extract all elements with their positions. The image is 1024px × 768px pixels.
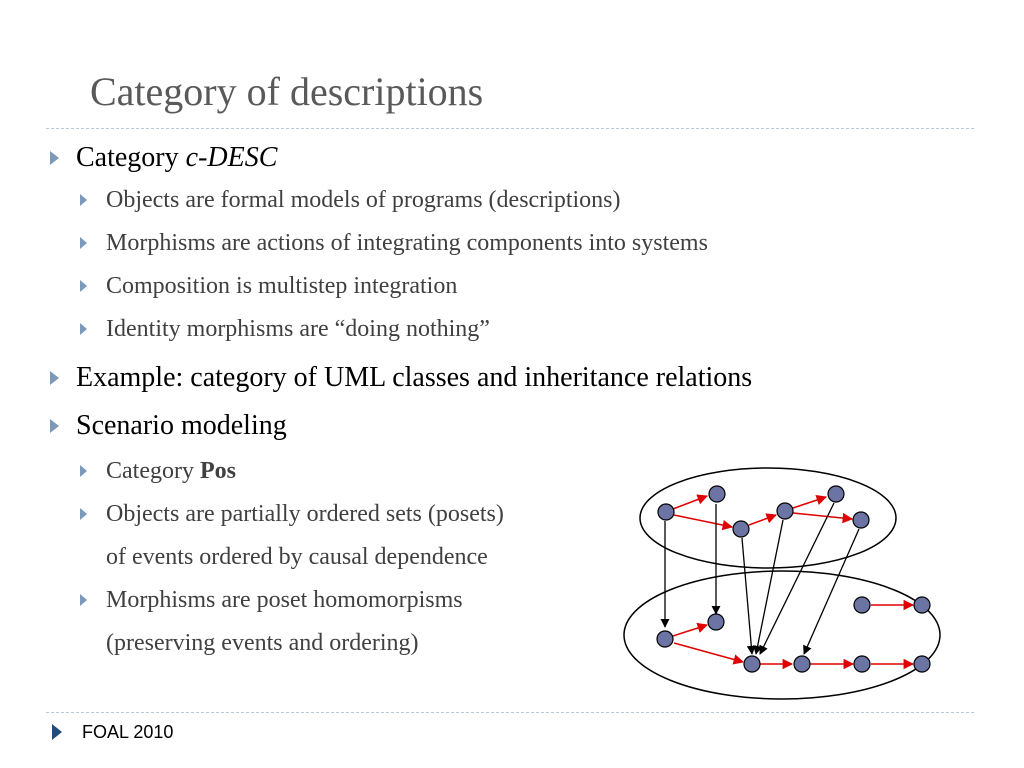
- order-arrow: [792, 512, 854, 524]
- event-node: [853, 596, 871, 614]
- sub-bullet-homomorphisms: Morphisms are poset homomorpisms: [106, 587, 463, 613]
- morphism-arrow: [741, 537, 756, 655]
- sub-bullet-marker-icon: [80, 280, 87, 292]
- order-arrow: [672, 622, 708, 637]
- sub-bullet-marker-icon: [80, 594, 87, 606]
- sub-bullet-posets: Objects are partially ordered sets (pose…: [106, 501, 504, 527]
- sub-bullet-homomorphisms-continued: (preserving events and ordering): [106, 630, 419, 656]
- morphism-arrow: [759, 502, 835, 655]
- order-arrow: [673, 514, 734, 531]
- title-divider: [46, 128, 974, 129]
- sub-bullet-marker-icon: [80, 508, 87, 520]
- target-poset-ellipse: [623, 570, 941, 700]
- order-arrow: [672, 494, 708, 510]
- event-node: [776, 502, 794, 520]
- event-node: [913, 596, 931, 614]
- event-node: [827, 485, 845, 503]
- sub-bullet-marker-icon: [80, 465, 87, 477]
- sub-bullet-bold-term: Pos: [199, 458, 236, 484]
- sub-bullet-marker-icon: [80, 237, 87, 249]
- bullet-marker-icon: [50, 371, 59, 385]
- source-poset-ellipse: [639, 467, 897, 569]
- event-node: [708, 485, 726, 503]
- sub-bullet-identity: Identity morphisms are “doing nothing”: [106, 316, 490, 342]
- bullet-italic-term: c-DESC: [185, 142, 278, 173]
- sub-bullet-objects: Objects are formal models of programs (d…: [106, 187, 621, 213]
- bullet-example: Example: category of UML classes and inh…: [76, 362, 753, 393]
- sub-bullet-marker-icon: [80, 323, 87, 335]
- order-arrow: [792, 495, 827, 509]
- sub-bullet-marker-icon: [80, 194, 87, 206]
- order-arrow: [673, 642, 745, 665]
- event-node: [743, 655, 761, 673]
- slide-title: Category of descriptions: [90, 69, 484, 114]
- footer-marker-icon: [52, 724, 62, 740]
- event-node: [852, 511, 870, 529]
- sub-bullet-text: Category: [106, 458, 200, 484]
- event-node: [707, 613, 725, 631]
- event-node: [657, 503, 675, 521]
- sub-bullet-posets-continued: of events ordered by causal dependence: [106, 544, 488, 570]
- event-node: [656, 630, 674, 648]
- footer-label: FOAL 2010: [82, 722, 174, 742]
- order-arrow: [748, 513, 777, 526]
- sub-bullet-composition: Composition is multistep integration: [106, 273, 458, 299]
- bullet-scenario-modeling: Scenario modeling: [76, 410, 287, 441]
- bullet-text: Category: [76, 142, 186, 173]
- morphism-arrow: [803, 528, 860, 655]
- event-node: [793, 655, 811, 673]
- event-node: [853, 655, 871, 673]
- event-node: [913, 655, 931, 673]
- bullet-marker-icon: [50, 151, 59, 165]
- bullet-category-cdesc: Category c-DESC: [76, 144, 277, 172]
- event-node: [732, 520, 750, 538]
- sub-bullet-category-pos: Category Pos: [106, 459, 236, 483]
- morphism-arrow: [753, 519, 784, 655]
- footer-divider: [46, 712, 974, 713]
- bullet-marker-icon: [50, 419, 59, 433]
- sub-bullet-morphisms: Morphisms are actions of integrating com…: [106, 230, 708, 256]
